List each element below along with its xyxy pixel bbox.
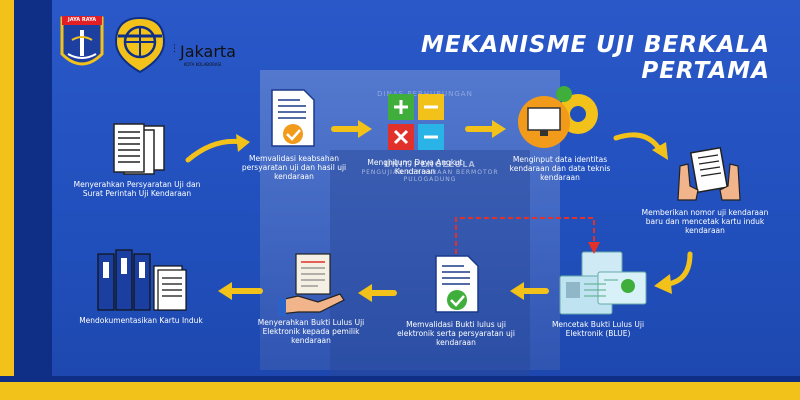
arrow-7-to-8 [358, 284, 397, 302]
monitor-gears-icon [516, 86, 612, 154]
step-1-label: Menyerahkan Persyaratan Uji dan Surat Pe… [73, 180, 201, 198]
dishub-logo [112, 14, 168, 76]
jakarta-logo-dots: ⋮ [170, 44, 179, 54]
blue-card-icon [558, 250, 648, 318]
dki-logo: JAYA RAYA [58, 10, 106, 76]
building-entrance [330, 150, 530, 380]
dashed-loop-arrow [455, 217, 600, 254]
dki-logo-text: JAYA RAYA [67, 17, 97, 23]
jakarta-logo-tagline: KOTA KOLABORASI [184, 62, 222, 67]
building-sign: UNIT PENGELOLA PENGUJIAN KENDARAAN BERMO… [340, 160, 520, 183]
arrow-1-to-2 [185, 134, 250, 163]
step-9-label: Mendokumentasikan Kartu Induk [79, 316, 203, 325]
jakarta-logo: ⋮ Jakarta KOTA KOLABORASI [170, 40, 255, 70]
documents-icon [108, 120, 172, 178]
building-sign-loc: PULOGADUNG [403, 176, 457, 183]
document-check-icon [432, 254, 482, 316]
calculator-icon [386, 92, 446, 152]
step-3-label: Menghitung Daya Angkut Kendaraan [367, 158, 463, 176]
hand-document-icon [278, 252, 348, 316]
left-yellow-stripe [0, 0, 14, 400]
step-7-label: Memvalidasi Bukti lulus uji elektronik s… [397, 320, 515, 347]
jakarta-logo-text: Jakarta [180, 42, 236, 61]
step-4-label: Menginput data identitas kendaraan dan d… [509, 155, 611, 182]
arrow-3-to-4 [465, 120, 506, 138]
arrow-5-to-6 [654, 251, 693, 294]
building-sign-main: UNIT PENGELOLA [384, 160, 476, 169]
step-8-label: Menyerahkan Bukti Lulus Uji Elektronik k… [257, 318, 365, 345]
left-navy-stripe [14, 0, 52, 400]
bottom-navy-stripe [0, 376, 800, 382]
step-2-label: Memvalidasi keabsahan persyaratan uji da… [241, 154, 347, 181]
arrow-4-to-5 [613, 132, 668, 160]
hands-document-icon [674, 146, 744, 202]
bottom-yellow-stripe [0, 382, 800, 400]
binders-icon [96, 248, 188, 312]
step-5-label: Memberikan nomor uji kendaraan baru dan … [641, 208, 769, 235]
building-sign-sub: PENGUJIAN KENDARAAN BERMOTOR [361, 169, 499, 176]
step-6-label: Mencetak Bukti Lulus Uji Elektronik (BLU… [551, 320, 645, 338]
arrow-8-to-9 [218, 282, 263, 300]
arrow-2-to-3 [331, 120, 372, 138]
page-title: MEKANISME UJI BERKALA PERTAMA [420, 32, 770, 84]
document-check-icon [268, 88, 318, 150]
arrow-6-to-7 [510, 282, 549, 300]
